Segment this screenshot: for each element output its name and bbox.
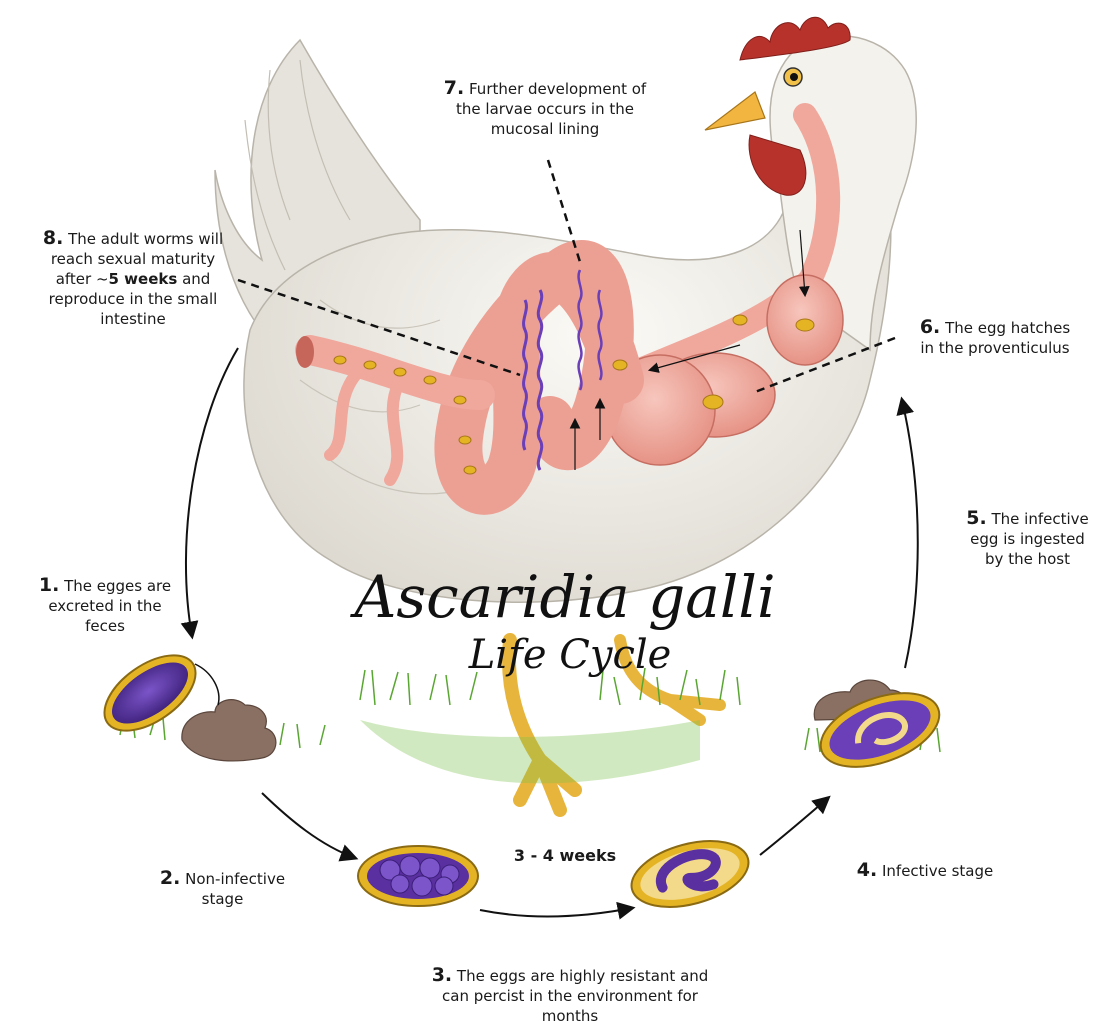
step-7-label: 7. Further development of the larvae occ…: [420, 78, 670, 139]
step-1-label: 1. The egges are excreted in the feces: [20, 575, 190, 636]
diagram-subtitle: Life Cycle: [440, 630, 700, 680]
step-5-label: 5. The infective egg is ingested by the …: [955, 508, 1100, 569]
duration-label: 3 - 4 weeks: [490, 846, 640, 866]
step-4-label: 4. Infective stage: [830, 860, 1020, 881]
beak-icon: [705, 92, 765, 130]
step-3-label: 3. The eggs are highly resistant and can…: [385, 965, 755, 1026]
step-8-label: 8. The adult worms will reach sexual mat…: [22, 228, 244, 329]
step-2-label: 2. Non-infective stage: [140, 868, 305, 909]
egg-icon-step2: [358, 846, 478, 906]
egg-icon-step4: [624, 829, 755, 918]
feces-icon: [182, 700, 276, 761]
step-6-label: 6. The egg hatches in the proventiculus: [895, 317, 1095, 358]
diagram-title: Ascaridia galli: [345, 562, 785, 632]
